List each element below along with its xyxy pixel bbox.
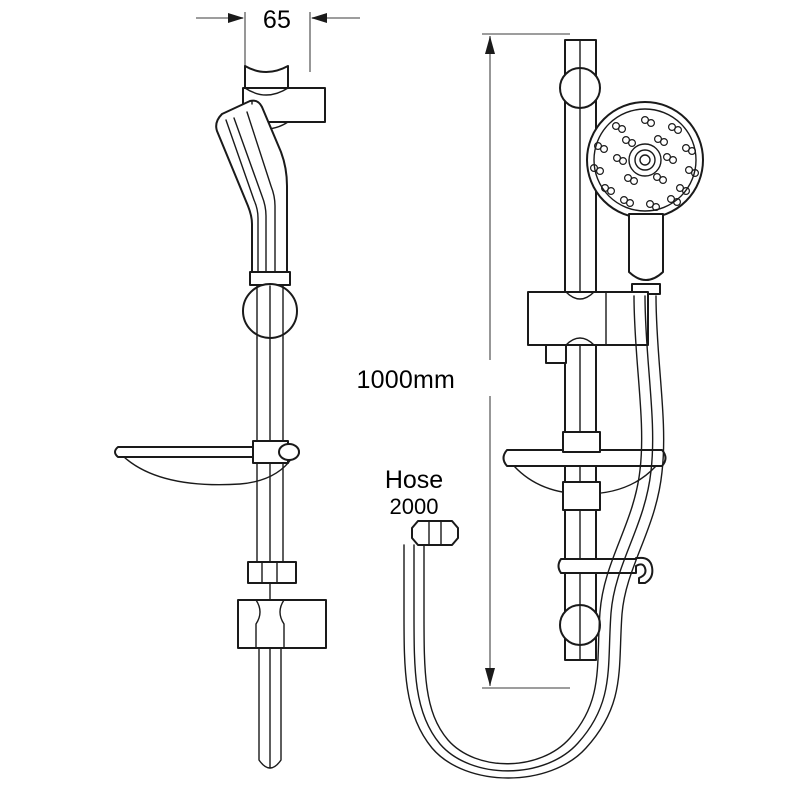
front-soap-dish-collar-lower [562, 481, 601, 511]
dim-arrow-up-icon [485, 36, 495, 54]
front-soap-dish-collar-upper [562, 431, 601, 453]
side-soap-dish [114, 440, 300, 486]
top-bracket-stub [244, 65, 289, 91]
dim-arrow-right-icon [311, 13, 327, 23]
bottom-bracket-notch-left [255, 599, 261, 649]
hose-inner-edge [403, 295, 665, 779]
front-holder-tab [545, 344, 567, 364]
front-handle-body [628, 213, 664, 281]
handset-spray-nozzles [589, 115, 699, 212]
side-handset-holder [242, 283, 298, 339]
hose-name-label: Hose [385, 466, 443, 494]
front-handset-handle [628, 213, 664, 295]
bottom-bracket-notch-right [279, 599, 285, 649]
hose-connector-nut [411, 520, 459, 546]
front-hose-hook-bar [557, 556, 654, 584]
handset-centre-ring-mid [634, 149, 656, 171]
side-view-group: 65 [114, 6, 360, 769]
handset-handle-collar [249, 271, 291, 286]
bottom-bracket-body [237, 599, 327, 649]
front-shower-hose [403, 295, 665, 779]
handset-facet-line-c [225, 119, 259, 273]
handset-head-outer-rim [586, 101, 704, 219]
handset-centre-ring-inner [639, 154, 651, 166]
hose-annotation: Hose 2000 [385, 466, 443, 519]
soap-dish-bowl [123, 456, 293, 486]
hose-end-connector [411, 520, 459, 546]
front-soap-dish [502, 431, 667, 511]
handset-facet-line-a [233, 117, 267, 273]
handset-facet-line-b [246, 111, 276, 273]
top-bracket-arc-upper [244, 87, 289, 96]
front-view-group: 1000mm [357, 33, 704, 779]
side-lower-collar [247, 561, 297, 584]
front-holder-body [527, 291, 649, 346]
lower-collar-body [247, 561, 297, 584]
handset-centre-ring-outer [628, 143, 662, 177]
front-holder-arc-lower [565, 337, 595, 346]
front-holder-arc-upper [565, 291, 595, 300]
soap-dish-pivot [278, 443, 300, 461]
dim-arrow-down-icon [485, 668, 495, 686]
side-rail-lower [258, 647, 282, 769]
hose-centre-line [413, 295, 654, 772]
front-handset-holder [527, 291, 649, 364]
front-hose-retainer [557, 556, 654, 584]
hose-outer-edge [423, 295, 643, 765]
side-handset [215, 99, 291, 286]
soap-dish-collar [252, 440, 289, 464]
hose-length-label: 2000 [390, 494, 439, 519]
side-bottom-bracket [237, 582, 327, 649]
dimension-width-label: 65 [263, 6, 291, 34]
handset-head-inner-rim [593, 108, 697, 212]
dim-arrow-left-icon [228, 13, 244, 23]
dimension-width-65: 65 [196, 6, 360, 72]
dimension-height-label: 1000mm [357, 366, 455, 394]
dimension-height-1000: 1000mm [357, 33, 570, 689]
front-handset-head [586, 101, 704, 219]
